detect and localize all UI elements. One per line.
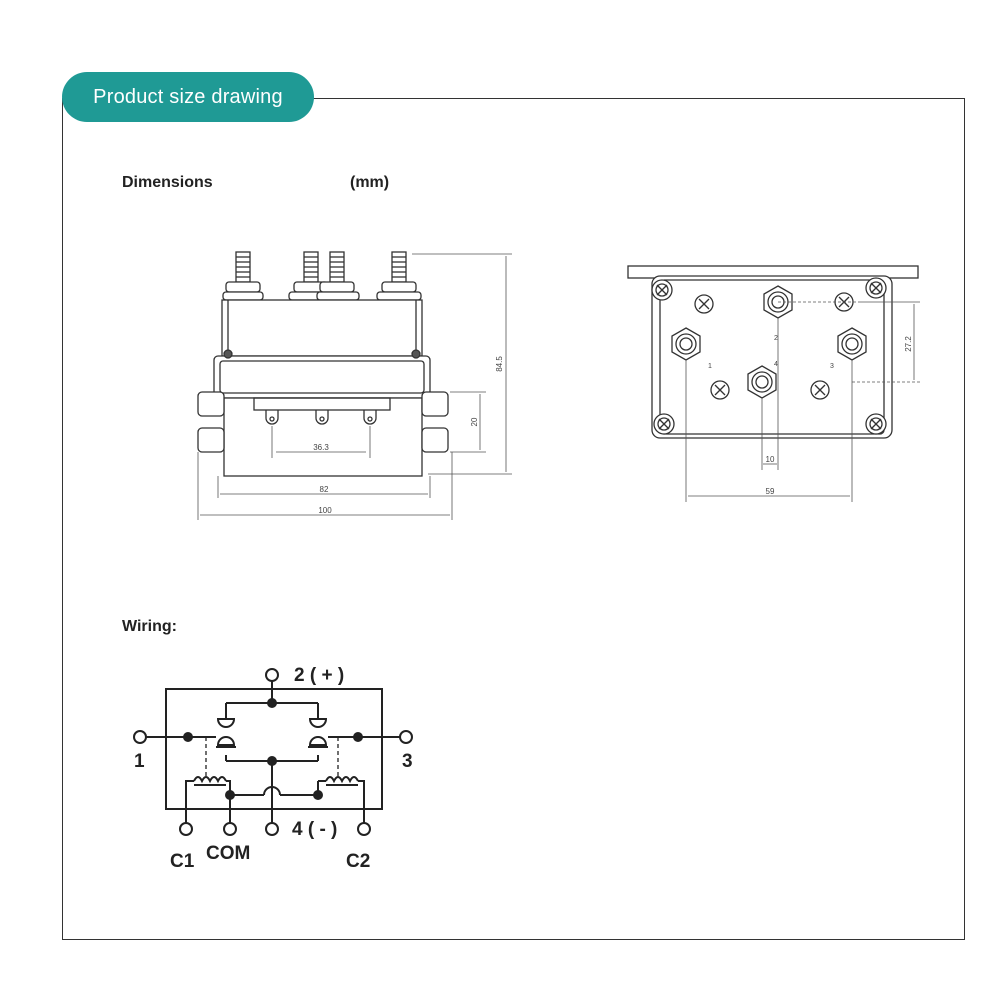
dim-top-width: 59 <box>766 487 775 496</box>
dimensions-unit: (mm) <box>350 174 390 191</box>
corner-screw-bl <box>653 413 675 435</box>
terminal-label-2: 2 <box>774 335 778 342</box>
dim-body-width: 82 <box>320 485 329 494</box>
label-com: COM <box>206 843 250 864</box>
terminal-1-node <box>133 730 147 744</box>
dim-mid-height: 20 <box>470 417 479 426</box>
label-terminal-4: 4 ( - ) <box>292 819 337 840</box>
terminal-4 <box>747 365 777 399</box>
dim-height: 84.5 <box>495 356 504 372</box>
wiring-diagram: 2 ( + ) 1 3 4 ( - ) C1 COM C2 <box>133 665 413 872</box>
wiring-heading: Wiring: <box>122 618 177 635</box>
corner-screw-tl <box>651 279 673 301</box>
screw-3 <box>710 380 730 400</box>
stud-1 <box>222 251 264 301</box>
corner-screw-tr <box>865 277 887 299</box>
side-view-drawing: 36.3 82 100 84.5 20 <box>197 251 512 520</box>
section-title-pill: Product size drawing <box>62 72 314 122</box>
c1-node <box>179 822 193 836</box>
dim-stud-spacing: 36.3 <box>313 443 329 452</box>
content-frame <box>62 98 965 940</box>
c2-node <box>357 822 371 836</box>
stud-4 <box>376 251 422 301</box>
screw-4 <box>810 380 830 400</box>
terminal-4-node <box>265 822 279 836</box>
terminal-label-1: 1 <box>708 363 712 370</box>
label-terminal-1: 1 <box>134 751 145 772</box>
screw-1 <box>694 294 714 314</box>
dim-vertical: 27.2 <box>904 336 913 352</box>
dim-overall-width: 100 <box>318 506 332 515</box>
top-view-drawing: 2 1 3 4 27.2 10 59 <box>627 265 920 502</box>
dim-small-offset: 10 <box>766 455 775 464</box>
com-node <box>223 822 237 836</box>
label-c1: C1 <box>170 851 195 872</box>
terminal-2-node <box>265 668 279 682</box>
label-terminal-2: 2 ( + ) <box>294 665 344 686</box>
terminal-3-node <box>399 730 413 744</box>
terminal-label-3: 3 <box>830 363 834 370</box>
corner-screw-br <box>865 413 887 435</box>
stud-3 <box>316 251 360 301</box>
label-c2: C2 <box>346 851 370 872</box>
terminal-label-4: 4 <box>774 361 778 368</box>
dimensions-heading: Dimensions <box>122 174 213 191</box>
label-terminal-3: 3 <box>402 751 413 772</box>
